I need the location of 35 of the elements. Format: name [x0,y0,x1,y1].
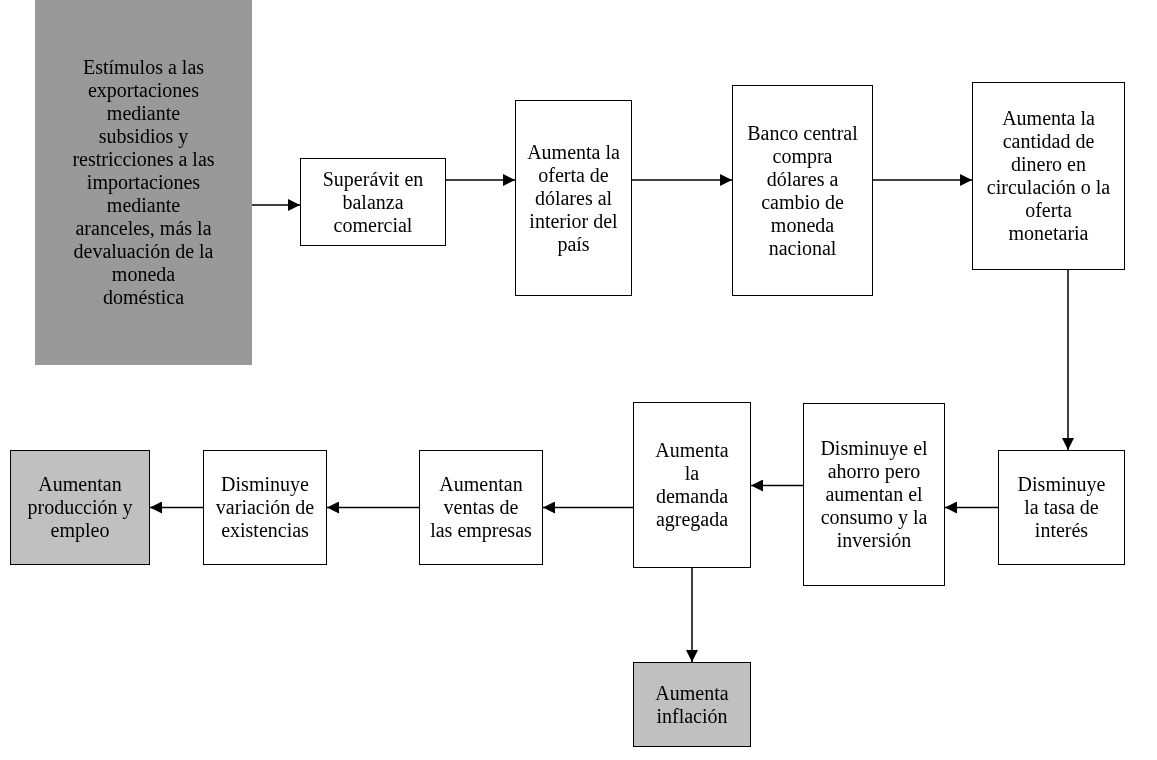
arrow [686,567,698,663]
box-text: Aumenta la oferta de dólares al interior del país [526,140,621,256]
arrow [631,174,733,186]
arrow [750,479,804,492]
arrow [872,174,973,186]
highlighted-box [35,0,252,365]
box-text: Banco central compra dólares a cambio de moneda nacional [746,121,859,260]
box-text: Estímulos a las exportaciones mediante subsidios y restricciones a las importaciones mediante aranceles, más la devaluación de la moneda doméstica [71,56,216,309]
box-text: Disminuye variación de existencias [214,473,316,542]
process-box [203,450,327,565]
box-text: Disminuye el ahorro pero aumentan el consumo y la inversión [819,437,929,552]
process-box [633,402,751,568]
box-text: Aumenta la cantidad de dinero en circulación o la oferta monetaria [985,107,1112,245]
box-text: Aumentan ventas de las empresas [430,473,532,542]
arrow [445,174,516,186]
arrow [149,501,204,514]
highlighted-box [633,662,751,747]
box-text: Superávit en balanza comercial [321,167,425,237]
process-box [732,85,873,296]
highlighted-box [10,450,150,565]
arrow [542,501,634,514]
process-box [515,100,632,296]
arrow [1062,269,1074,451]
arrow [944,501,999,514]
arrow [251,199,301,211]
box-text: Aumenta la demanda agregada [654,439,730,531]
process-box [972,82,1125,270]
box-text: Aumenta inflación [654,681,730,728]
box-text: Disminuye la tasa de interés [1016,473,1107,542]
process-box [803,403,945,586]
process-box [419,450,543,565]
process-box [300,158,446,246]
box-text: Aumentan producción y empleo [26,473,134,542]
arrow [326,501,420,514]
process-box [998,450,1125,565]
